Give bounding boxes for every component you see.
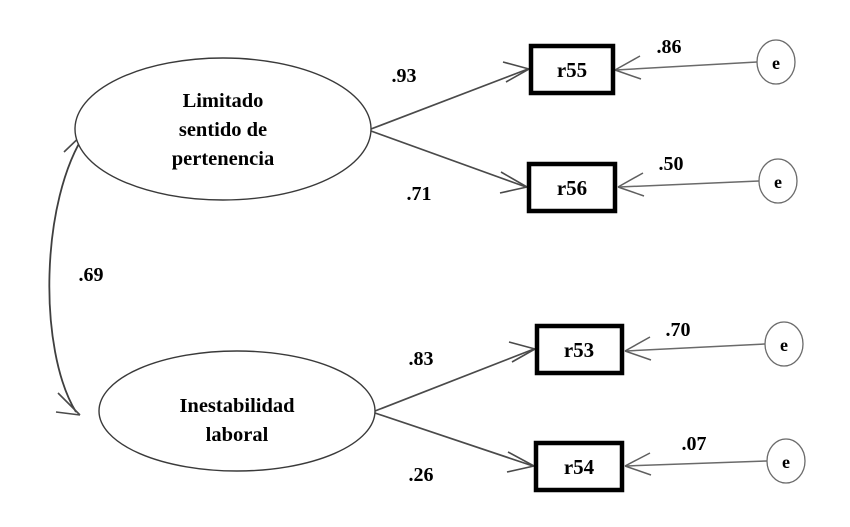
error-term-e55[interactable]: e	[756, 39, 796, 85]
observed-box-r53[interactable]	[534, 323, 625, 376]
observed-label-r53: r53	[564, 338, 594, 362]
loading-line-r56	[370, 130, 527, 188]
observed-box-r56[interactable]	[526, 161, 618, 214]
loading-path-limitado-r55	[370, 61, 530, 130]
observed-label-r55: r55	[557, 58, 587, 82]
error-path-e54-r54	[624, 452, 768, 476]
error-label-e53: e	[780, 335, 788, 355]
error-path-e55-r55	[614, 55, 758, 80]
error-arrowhead-r55	[614, 55, 642, 80]
latent-label-limitado-line2: sentido de	[179, 119, 267, 141]
error-variance-value-r56: .50	[659, 153, 684, 175]
latent-label-inestabilidad-line1: Inestabilidad	[179, 395, 295, 417]
error-label-e54: e	[782, 452, 790, 472]
loading-value-limitado-r56: .71	[407, 183, 432, 205]
loading-path-inestabilidad-r54	[374, 412, 535, 473]
error-line-r54	[625, 460, 768, 467]
observed-box-r54[interactable]	[533, 440, 625, 493]
loading-line-r54	[374, 412, 534, 467]
loading-path-inestabilidad-r53	[374, 341, 536, 412]
loading-path-limitado-r56	[370, 130, 528, 194]
loading-line-r53	[374, 348, 535, 412]
latent-label-limitado-line3: pertenencia	[172, 148, 274, 170]
loading-arrowhead-r56	[499, 171, 528, 194]
loading-value-inestabilidad-r53: .83	[409, 348, 434, 370]
observed-variable-r54[interactable]: r54	[533, 440, 625, 493]
observed-variable-r53[interactable]: r53	[534, 323, 625, 376]
observed-box-r55[interactable]	[528, 43, 616, 96]
observed-variable-r56[interactable]: r56	[526, 161, 618, 214]
loading-line-r55	[370, 68, 529, 130]
error-label-e55: e	[772, 53, 780, 73]
error-path-e53-r53	[624, 336, 766, 361]
error-term-e53[interactable]: e	[764, 321, 804, 367]
observed-label-r56: r56	[557, 176, 587, 200]
latent-ellipse-inestabilidad[interactable]	[98, 350, 376, 472]
error-arrowhead-r54	[624, 452, 652, 476]
latent-label-inestabilidad-line2: laboral	[206, 424, 269, 446]
error-line-r53	[625, 343, 766, 352]
error-variance-value-r53: .70	[666, 319, 691, 341]
loading-arrowhead-r54	[506, 451, 535, 473]
loading-arrowhead-r53	[508, 341, 536, 363]
covariance-curve	[48, 131, 87, 413]
error-line-r55	[615, 61, 758, 71]
error-ellipse-e53[interactable]	[764, 321, 804, 367]
loading-arrowhead-r55	[502, 61, 530, 83]
error-variance-value-r54: .07	[682, 433, 707, 455]
observed-variable-r55[interactable]: r55	[528, 43, 616, 96]
latent-ellipse-limitado[interactable]	[74, 57, 372, 201]
loading-value-limitado-r55: .93	[392, 65, 417, 87]
latent-factor-inestabilidad[interactable]: Inestabilidad laboral	[98, 350, 376, 472]
loading-value-inestabilidad-r54: .26	[409, 464, 434, 486]
error-arrowhead-r53	[624, 336, 652, 361]
error-ellipse-e54[interactable]	[766, 438, 806, 484]
latent-factor-limitado[interactable]: Limitado sentido de pertenencia	[74, 57, 372, 201]
observed-label-r54: r54	[564, 455, 595, 479]
error-line-r56	[618, 180, 760, 188]
error-term-e56[interactable]: e	[758, 158, 798, 204]
error-ellipse-e55[interactable]	[756, 39, 796, 85]
error-term-e54[interactable]: e	[766, 438, 806, 484]
error-path-e56-r56	[617, 172, 760, 197]
latent-label-limitado-line1: Limitado	[183, 90, 264, 112]
error-variance-value-r55: .86	[657, 36, 682, 58]
error-arrowhead-r56	[617, 172, 645, 197]
covariance-value-label: .69	[79, 264, 104, 286]
error-ellipse-e56[interactable]	[758, 158, 798, 204]
error-label-e56: e	[774, 172, 782, 192]
covariance-arrowhead-bottom	[55, 392, 81, 416]
